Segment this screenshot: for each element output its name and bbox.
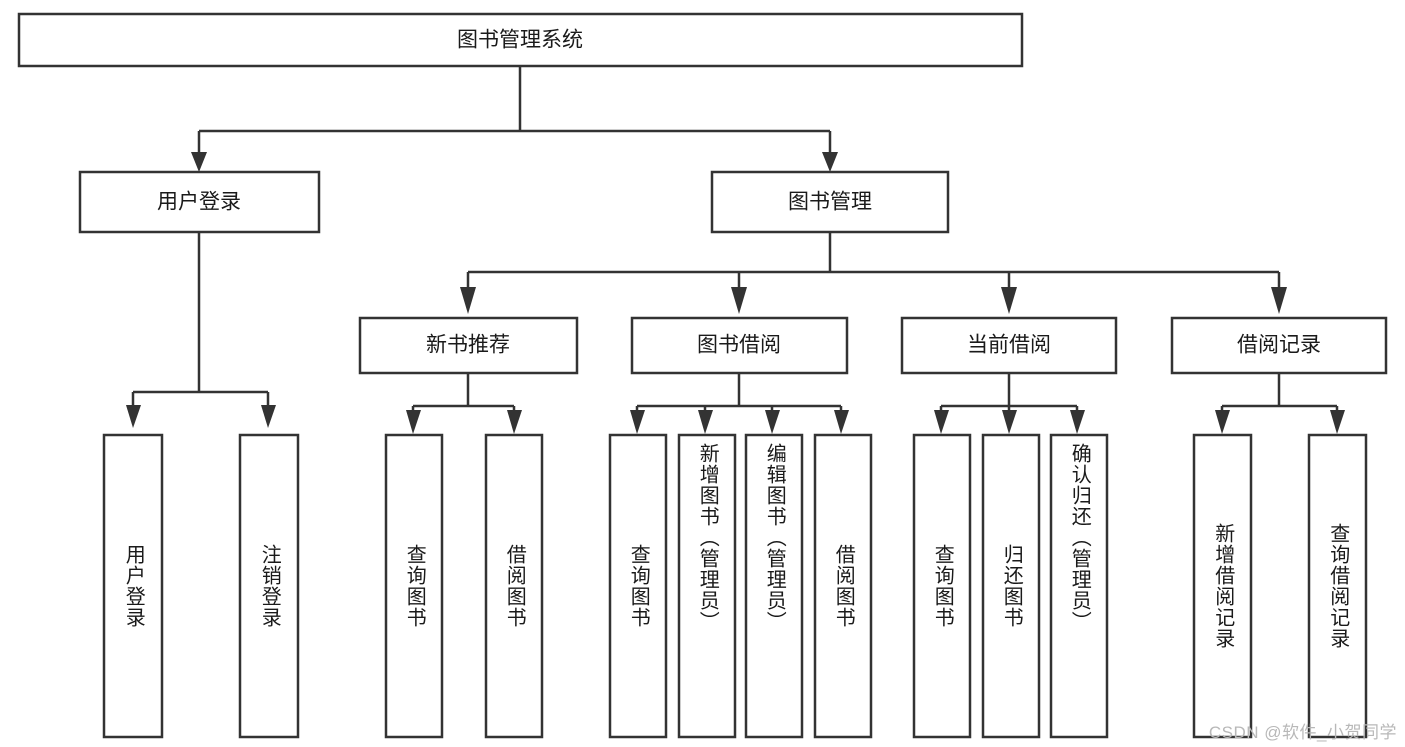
leaf-box-bookborrow-borrow[interactable] <box>813 433 873 739</box>
node-label-new-book-recommend: 新书推荐 <box>426 334 510 357</box>
arrow-head-newbook-2 <box>507 410 522 434</box>
arrow-head-bookborrow-4 <box>834 410 849 434</box>
node-box-book-borrow[interactable] <box>630 316 849 375</box>
node-box-book-management[interactable] <box>710 170 950 234</box>
arrow-head-userlogin-2 <box>261 405 276 428</box>
arrow-head-currentborrow-3 <box>1070 410 1085 434</box>
node-label-current-borrow: 当前借阅 <box>967 334 1051 357</box>
leaf-box-borrowrecord-query[interactable] <box>1307 433 1368 739</box>
arrow-head-bookborrow-1 <box>630 410 645 434</box>
arrow-head-level2-1 <box>460 287 476 314</box>
node-label-book-management: 图书管理 <box>788 191 872 214</box>
leaf-box-bookborrow-edit[interactable] <box>744 433 804 739</box>
watermark-text: CSDN @软件_小贺同学 <box>1208 723 1397 742</box>
arrow-head-currentborrow-2 <box>1002 410 1017 434</box>
node-box-new-book-recommend[interactable] <box>358 316 579 375</box>
leaf-box-newbook-query[interactable] <box>384 433 444 739</box>
node-label-book-borrow: 图书借阅 <box>697 334 781 357</box>
leaf-box-newbook-borrow[interactable] <box>484 433 544 739</box>
arrow-head-level1-2 <box>822 152 838 172</box>
arrow-head-level2-3 <box>1001 287 1017 314</box>
node-label-root: 图书管理系统 <box>457 29 583 52</box>
arrow-head-userlogin-1 <box>126 405 141 428</box>
arrow-head-level2-4 <box>1271 287 1287 314</box>
node-box-borrow-record[interactable] <box>1170 316 1388 375</box>
leaf-box-currentborrow-query[interactable] <box>912 433 972 739</box>
arrow-head-level1-1 <box>191 152 207 172</box>
node-label-borrow-record: 借阅记录 <box>1237 334 1321 357</box>
arrow-head-currentborrow-1 <box>934 410 949 434</box>
arrow-head-newbook-1 <box>406 410 421 434</box>
leaf-box-currentborrow-return[interactable] <box>981 433 1041 739</box>
arrow-head-borrowrecord-2 <box>1330 410 1345 434</box>
leaf-box-bookborrow-add[interactable] <box>677 433 737 739</box>
leaf-box-borrowrecord-add[interactable] <box>1192 433 1253 739</box>
leaf-box-user-login-login[interactable] <box>102 433 164 739</box>
arrow-head-level2-2 <box>731 287 747 314</box>
node-label-user-login: 用户登录 <box>157 191 241 214</box>
leaf-box-user-login-logout[interactable] <box>238 433 300 739</box>
leaf-box-currentborrow-confirm[interactable] <box>1049 433 1109 739</box>
arrow-head-borrowrecord-1 <box>1215 410 1230 434</box>
arrow-head-bookborrow-2 <box>698 410 713 434</box>
arrow-head-bookborrow-3 <box>765 410 780 434</box>
node-box-root[interactable] <box>17 12 1024 68</box>
leaf-box-bookborrow-query[interactable] <box>608 433 668 739</box>
node-box-current-borrow[interactable] <box>900 316 1118 375</box>
